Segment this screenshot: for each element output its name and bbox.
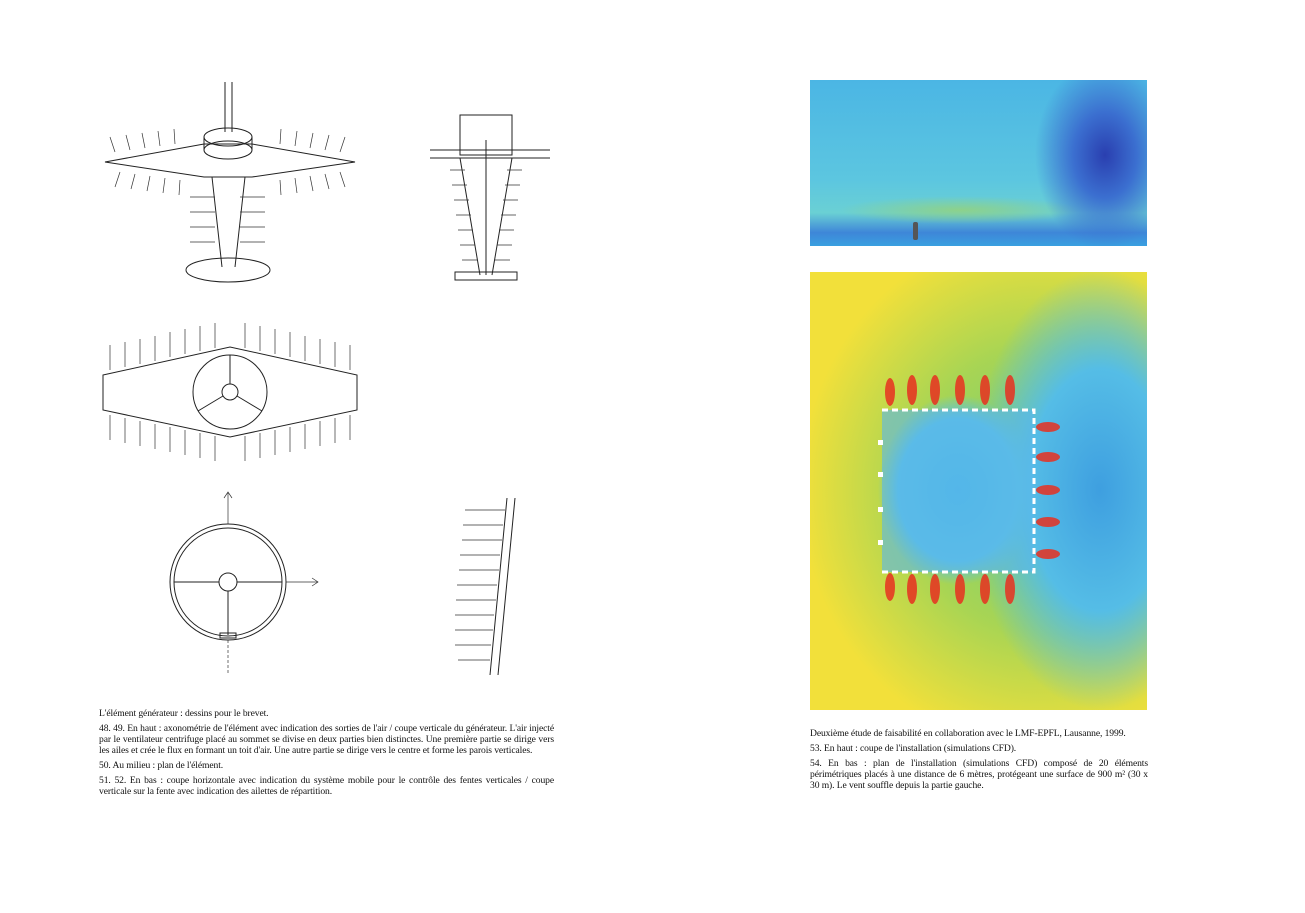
right-caption-block: Deuxième étude de faisabilité en collabo… (810, 728, 1148, 795)
left-caption-block: L'élément générateur : dessins pour le b… (99, 708, 554, 801)
cfd-section-image (810, 80, 1147, 246)
caption-fig-54: 54. En bas : plan de l'installation (sim… (810, 758, 1148, 791)
plan-drawing (102, 323, 358, 461)
human-figure (913, 222, 918, 240)
caption-fig-50: 50. Au milieu : plan de l'élément. (99, 760, 224, 771)
vertical-section-drawing (430, 114, 550, 281)
horizontal-section-drawing (169, 491, 319, 675)
slot-vertical-section-drawing (455, 497, 516, 676)
caption-fig-51-52: 51. 52. En bas : coupe horizontale avec … (99, 775, 554, 797)
installation-elements (878, 375, 1060, 604)
axonometric-drawing (104, 82, 356, 283)
caption-title: Deuxième étude de faisabilité en collabo… (810, 728, 1126, 739)
cfd-plan-image (810, 272, 1147, 710)
caption-fig-48-49: 48. 49. En haut : axonométrie de l'éléme… (99, 723, 554, 756)
caption-title: L'élément générateur : dessins pour le b… (99, 708, 269, 719)
caption-fig-53: 53. En haut : coupe de l'installation (s… (810, 743, 1017, 754)
